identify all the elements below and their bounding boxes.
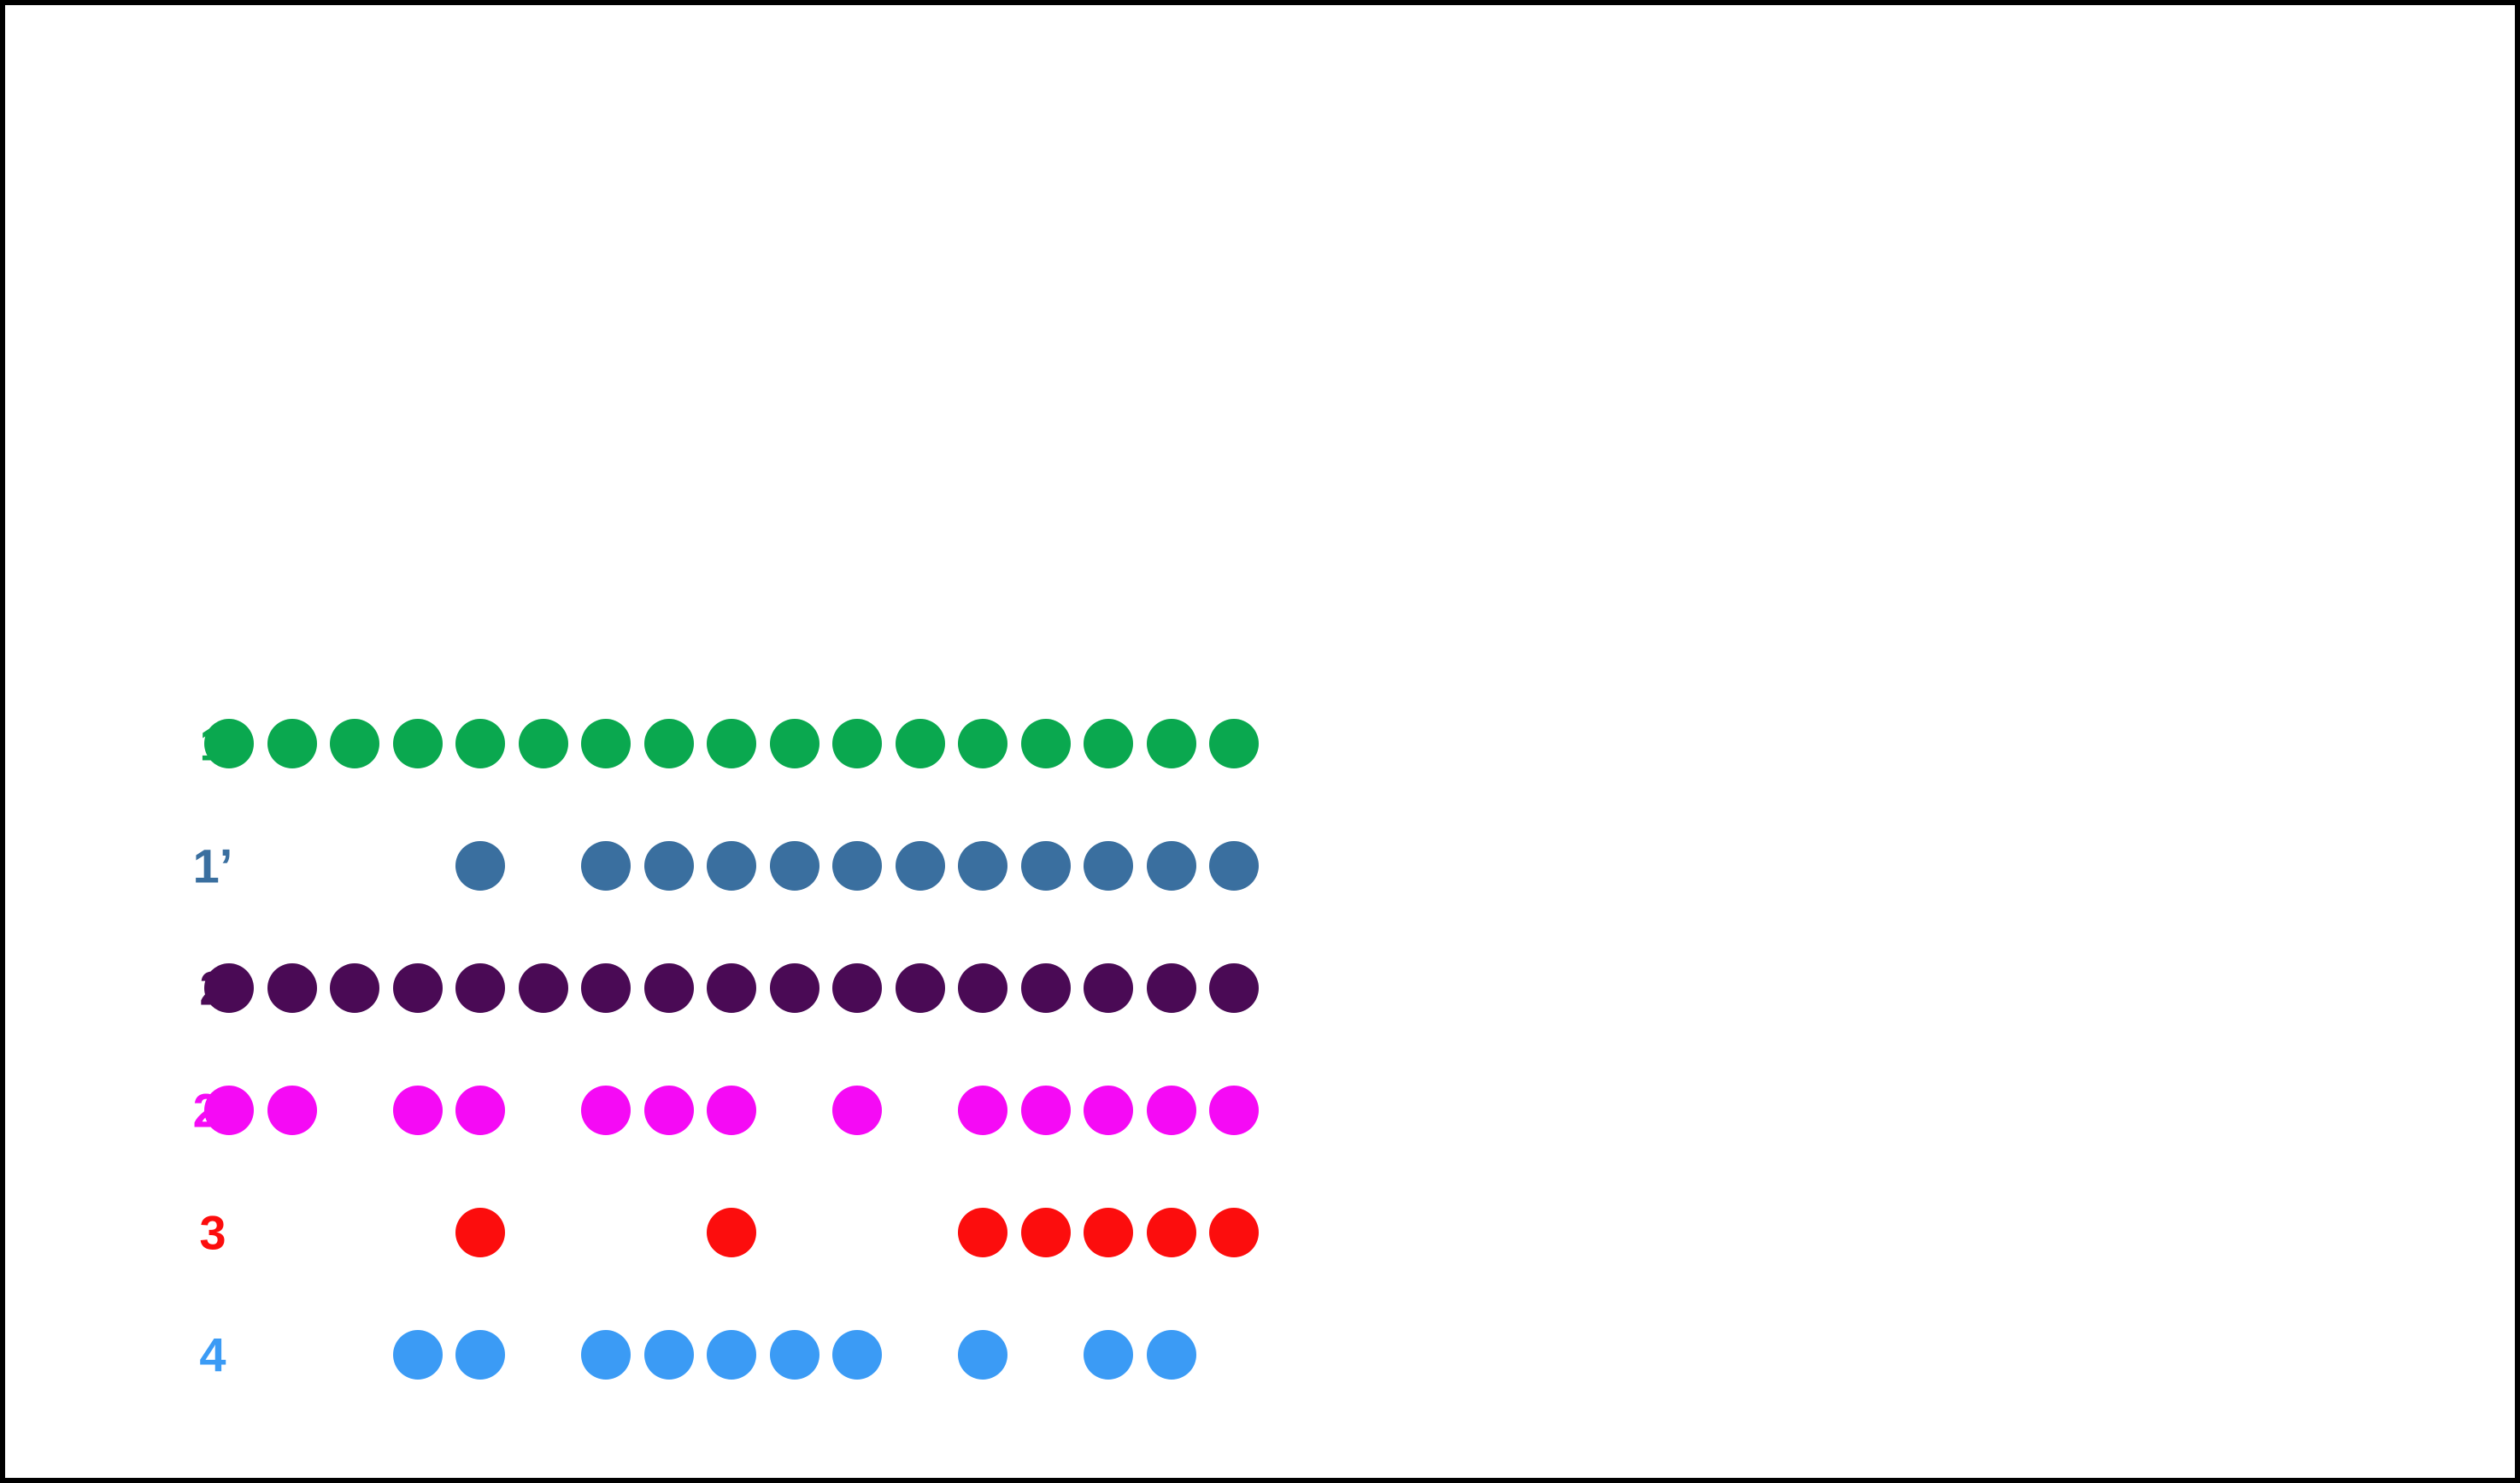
dot-1-isoetales	[518, 719, 568, 768]
row-label-3: 3	[199, 1205, 226, 1260]
dot-1-bryophytes	[204, 719, 254, 768]
dot-4-malpighiales	[1084, 1330, 1133, 1380]
dot-1-brassicales	[1209, 719, 1259, 768]
dot-4-alismatales	[769, 1330, 819, 1380]
dot-2-bryophytes	[204, 963, 254, 1013]
dot-1-malvales	[1146, 719, 1196, 768]
dot-4-amborellales	[707, 1330, 756, 1380]
dot-1-poales	[958, 841, 1007, 891]
dot-1-ranunculales	[1020, 841, 1071, 891]
dot-1-malpighiales	[1084, 719, 1133, 768]
dot-2-malpighiales	[1084, 963, 1133, 1013]
dot-2-brassicales	[1209, 963, 1259, 1013]
dot-2-amborellales	[707, 1086, 756, 1135]
dot-1-lycopodiales	[455, 719, 505, 768]
dot-2-asparagales	[832, 963, 882, 1013]
dot-2-brassicales	[1209, 1086, 1259, 1135]
dot-1-psilotales	[392, 719, 443, 768]
dot-2-selaginellales	[267, 1086, 317, 1135]
dot-4-psilotales	[392, 1330, 443, 1380]
dot-1-malpighiales	[1084, 841, 1133, 891]
dot-2-ranunculales	[1020, 1086, 1071, 1135]
dot-2-malvales	[1146, 963, 1196, 1013]
dot-3-brassicales	[1209, 1208, 1259, 1257]
dot-1-brassicales	[1209, 841, 1259, 891]
dot-1-malvales	[1146, 841, 1196, 891]
dot-2-asparagales	[832, 1086, 882, 1135]
dot-2-lycopodiales	[455, 963, 505, 1013]
dot-1-zingiberales	[895, 841, 945, 891]
dot-1-cycadales-ginkgoales	[581, 841, 631, 891]
dot-1-cycadales-ginkgoales	[581, 719, 631, 768]
dot-2-alismatales	[769, 963, 819, 1013]
dot-2-lycopodiales	[455, 1086, 505, 1135]
dot-4-cycadales-ginkgoales	[581, 1330, 631, 1380]
dot-2-amborellales	[707, 963, 756, 1013]
dot-1-alismatales	[769, 841, 819, 891]
row-label-1: 1’	[192, 839, 233, 893]
dot-3-amborellales	[707, 1208, 756, 1257]
dot-3-poales	[958, 1208, 1007, 1257]
dot-1-araucariales	[643, 841, 694, 891]
dot-4-lycopodiales	[455, 1330, 505, 1380]
dot-1-poales	[958, 719, 1007, 768]
dot-3-ranunculales	[1020, 1208, 1071, 1257]
dot-1-selaginellales	[267, 719, 317, 768]
dot-1-amborellales	[707, 719, 756, 768]
dot-2-poales	[958, 1086, 1007, 1135]
dot-2-psilotales	[392, 1086, 443, 1135]
dot-4-araucariales	[643, 1330, 694, 1380]
dot-2-selaginellales	[267, 963, 317, 1013]
dot-3-malpighiales	[1084, 1208, 1133, 1257]
dot-1-amborellales	[707, 841, 756, 891]
dot-2-zingiberales	[895, 963, 945, 1013]
dot-1-ranunculales	[1020, 719, 1071, 768]
dot-2-poales	[958, 963, 1007, 1013]
dot-2-cycadales-ginkgoales	[581, 963, 631, 1013]
dot-2-ranunculales	[1020, 963, 1071, 1013]
dot-2-isoetales	[518, 963, 568, 1013]
dot-4-malvales	[1146, 1330, 1196, 1380]
dot-2-malpighiales	[1084, 1086, 1133, 1135]
dot-1-equisetales	[330, 719, 379, 768]
dot-2-psilotales	[392, 963, 443, 1013]
row-label-4: 4	[199, 1327, 226, 1382]
dot-2-araucariales	[643, 1086, 694, 1135]
dot-1-asparagales	[832, 841, 882, 891]
dot-1-lycopodiales	[455, 841, 505, 891]
dot-matrix-grid: 11’22’34	[5, 5, 2515, 1478]
dot-2-cycadales-ginkgoales	[581, 1086, 631, 1135]
dot-2-malvales	[1146, 1086, 1196, 1135]
dot-1-zingiberales	[895, 719, 945, 768]
dot-1-asparagales	[832, 719, 882, 768]
dot-2-araucariales	[643, 963, 694, 1013]
dot-1-alismatales	[769, 719, 819, 768]
dot-4-asparagales	[832, 1330, 882, 1380]
dot-2-equisetales	[330, 963, 379, 1013]
dot-2-bryophytes	[204, 1086, 254, 1135]
dot-3-lycopodiales	[455, 1208, 505, 1257]
dot-3-malvales	[1146, 1208, 1196, 1257]
dot-4-poales	[958, 1330, 1007, 1380]
dot-1-araucariales	[643, 719, 694, 768]
